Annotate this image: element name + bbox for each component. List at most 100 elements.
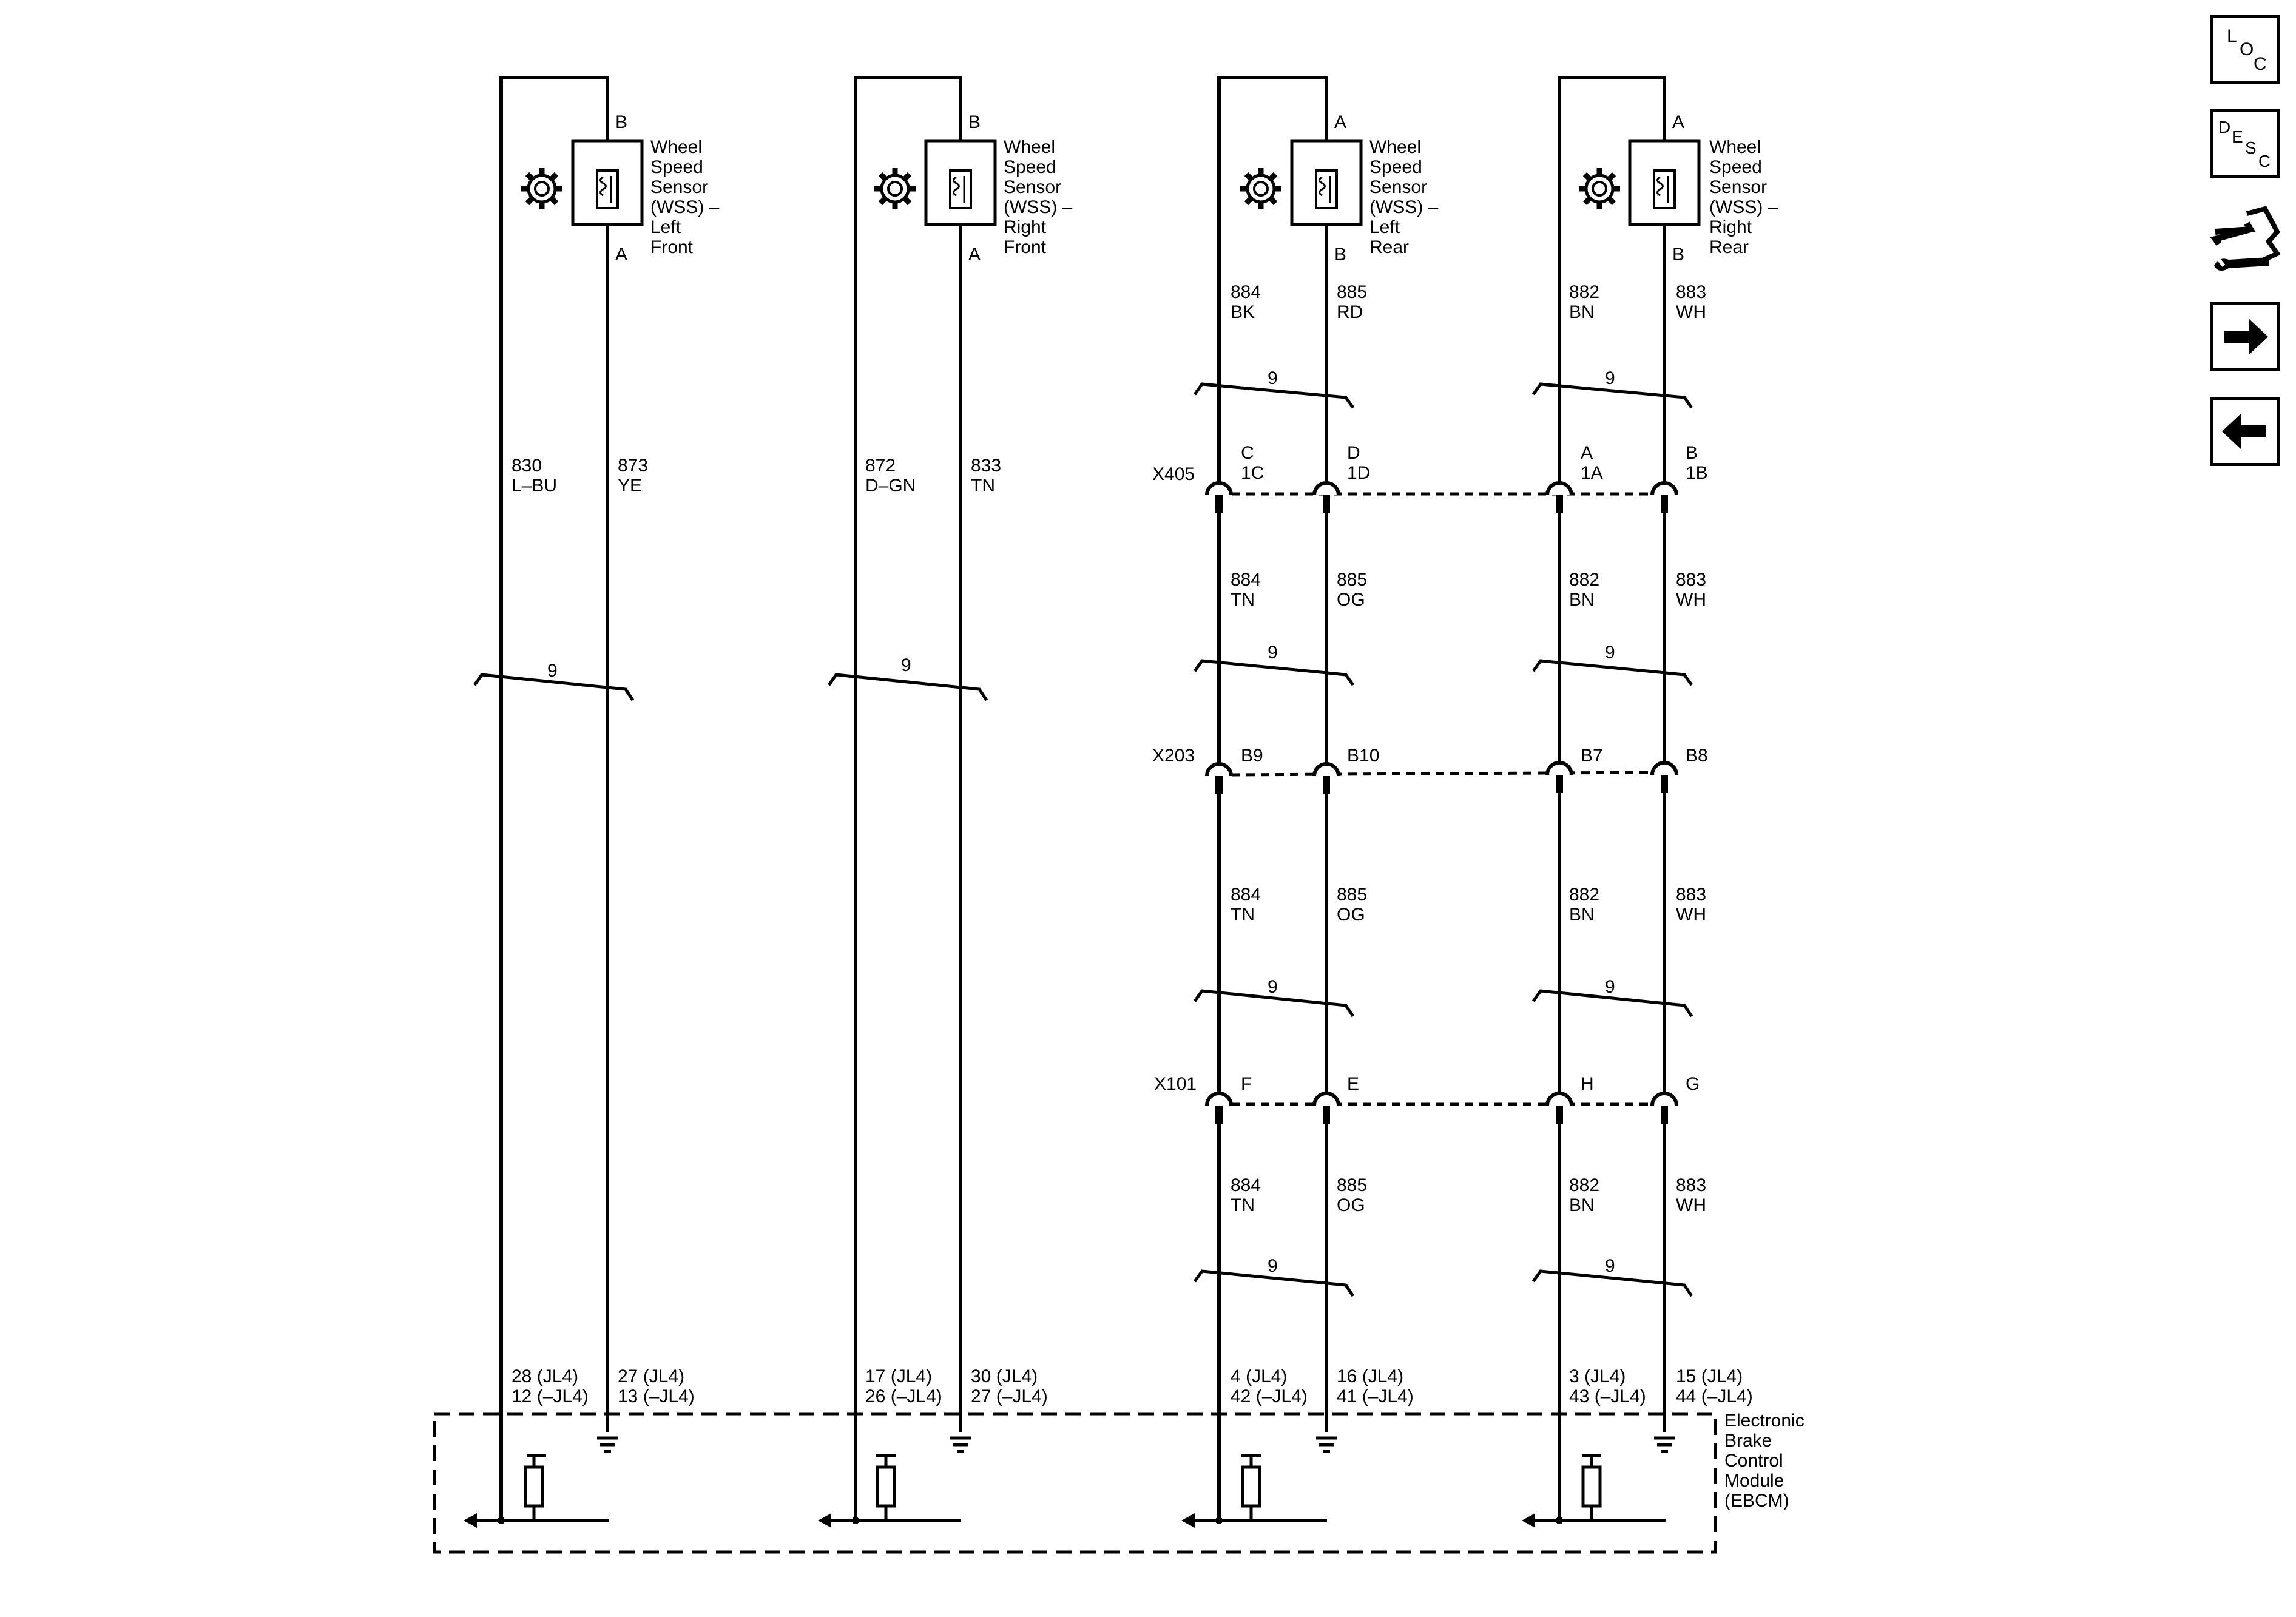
svg-text:28 (JL4): 28 (JL4) [512,1366,578,1386]
svg-text:43 (–JL4): 43 (–JL4) [1569,1386,1646,1406]
svg-text:Rear: Rear [1369,237,1409,257]
sensor-pin-bottom: A [615,245,627,265]
wheel-speed-sensor-left-rear: A B Wheel Speed Sensor (WSS) – Left Rear [1240,112,1439,265]
ebcm-pin-labels: 28 (JL4) 12 (–JL4) 27 (JL4) 13 (–JL4) 17… [512,1366,1753,1406]
wire-color: TN [971,476,995,496]
svg-text:1D: 1D [1347,463,1370,483]
sensor-pin-bottom: B [1334,245,1346,265]
twisted-pair-mark [473,673,635,701]
svg-text:3 (JL4): 3 (JL4) [1569,1366,1626,1386]
svg-text:RD: RD [1337,302,1363,322]
svg-text:885: 885 [1337,282,1367,302]
svg-text:C: C [2258,152,2271,170]
twisted-pair-mark [1531,1269,1693,1297]
svg-text:D: D [2218,118,2230,137]
svg-text:885: 885 [1337,1175,1367,1195]
twisted-pair-mark [1193,659,1355,686]
svg-text:OG: OG [1337,1195,1365,1215]
svg-text:883: 883 [1676,570,1706,590]
twisted-pair-mark [1193,989,1355,1018]
svg-text:A: A [1581,443,1593,463]
svg-text:(WSS) –: (WSS) – [1709,197,1778,217]
svg-text:9: 9 [1268,643,1278,663]
svg-text:E: E [1347,1074,1359,1094]
svg-text:BN: BN [1569,905,1595,925]
svg-text:15 (JL4): 15 (JL4) [1676,1366,1743,1386]
svg-text:9: 9 [547,661,558,681]
svg-text:884: 884 [1231,1175,1261,1195]
wire-884 [1217,76,1328,1522]
svg-text:Wheel: Wheel [650,137,702,157]
rear-wire-labels-after-x101: 884 TN 885 OG 882 BN 883 WH [1231,1175,1706,1215]
connector-name: X101 [1154,1074,1197,1094]
circuit-number: 873 [618,456,648,476]
wire-872 [854,76,962,1522]
pullup-resistor-rr [1522,1454,1602,1528]
gear-icon [1240,168,1281,209]
svg-text:Right: Right [1004,217,1047,237]
svg-text:Left: Left [650,217,681,237]
description-button[interactable]: D E S C [2210,109,2280,178]
svg-text:9: 9 [1268,1256,1278,1276]
svg-text:Speed: Speed [1004,157,1056,177]
twisted-pair-mark [1193,1269,1355,1297]
pullup-resistor-lf [464,1454,546,1528]
svg-text:Wheel: Wheel [1369,137,1421,157]
circuit-number: 872 [865,456,896,476]
svg-text:882: 882 [1569,1175,1599,1195]
wheel-speed-sensor-right-rear: A B Wheel Speed Sensor (WSS) – Right Rea… [1579,112,1778,265]
gear-icon [1579,168,1620,209]
next-page-button[interactable] [2210,302,2280,371]
svg-text:Sensor: Sensor [1369,177,1427,197]
svg-text:Wheel: Wheel [1004,137,1055,157]
pullup-resistor-lr [1181,1454,1261,1528]
svg-text:885: 885 [1337,570,1367,590]
svg-text:Front: Front [1004,237,1047,257]
svg-text:Sensor: Sensor [650,177,708,197]
svg-text:1A: 1A [1581,463,1603,483]
svg-text:E: E [2232,127,2243,146]
rear-wire-labels-after-x405: 884 TN 885 OG 882 BN 883 WH [1231,570,1706,610]
svg-text:BN: BN [1569,590,1595,610]
ebcm-module-outline [433,1412,1717,1554]
svg-text:884: 884 [1231,282,1261,302]
svg-text:Sensor: Sensor [1004,177,1061,197]
svg-text:12 (–JL4): 12 (–JL4) [512,1386,589,1406]
svg-text:9: 9 [1605,977,1615,997]
svg-text:(WSS) –: (WSS) – [650,197,720,217]
svg-text:883: 883 [1676,1175,1706,1195]
svg-text:OG: OG [1337,905,1365,925]
wheel-speed-sensor-right-front: B A Wheel Speed Sensor (WSS) – Right Fro… [874,112,1073,265]
rear-wire-labels-sensor-side: 884 BK 885 RD 882 BN 883 WH [1231,282,1706,322]
svg-text:Front: Front [650,237,694,257]
svg-text:WH: WH [1676,590,1706,610]
connector-x203: X203 B9 B10 B7 B8 [1152,746,1708,794]
wires [499,76,1666,1522]
svg-text:27 (–JL4): 27 (–JL4) [971,1386,1048,1406]
location-button[interactable]: L O C [2210,15,2280,84]
svg-text:9: 9 [1605,1256,1615,1276]
ground-icon [1654,1436,1675,1453]
ground-icon [597,1436,618,1453]
previous-page-button[interactable] [2210,397,2280,466]
svg-text:BK: BK [1231,302,1255,322]
svg-text:9: 9 [1268,977,1278,997]
svg-text:Right: Right [1709,217,1752,237]
svg-text:Wheel: Wheel [1709,137,1761,157]
twisted-pair-mark [1531,659,1693,686]
svg-text:Module: Module [1724,1471,1784,1491]
svg-text:F: F [1241,1074,1252,1094]
svg-text:9: 9 [1605,643,1615,663]
twisted-pair-mark [1193,382,1355,409]
svg-text:H: H [1581,1074,1594,1094]
svg-text:9: 9 [1268,368,1278,388]
svg-text:44 (–JL4): 44 (–JL4) [1676,1386,1753,1406]
connector-wrench-icon[interactable] [2210,205,2281,279]
sensor-label: Wheel Speed Sensor (WSS) – Right Front [1004,137,1073,257]
sensor-pin-bottom: A [968,245,981,265]
svg-text:(WSS) –: (WSS) – [1004,197,1073,217]
sensor-pin-top: B [615,112,627,132]
svg-text:TN: TN [1231,905,1255,925]
svg-text:B7: B7 [1581,746,1603,766]
